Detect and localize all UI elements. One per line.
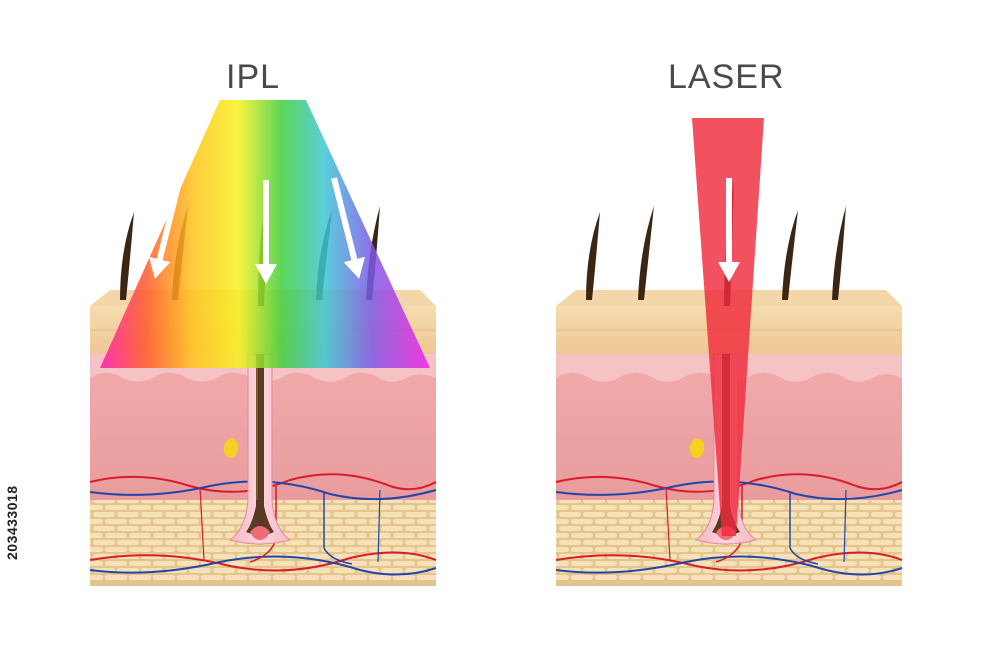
ipl-title: IPL [226,58,281,96]
laser-title: LASER [668,58,785,96]
laser-panel [555,118,903,587]
stock-id-label: 203433018 [4,485,20,560]
ipl-panel [89,100,437,587]
laser-beam [692,118,764,536]
